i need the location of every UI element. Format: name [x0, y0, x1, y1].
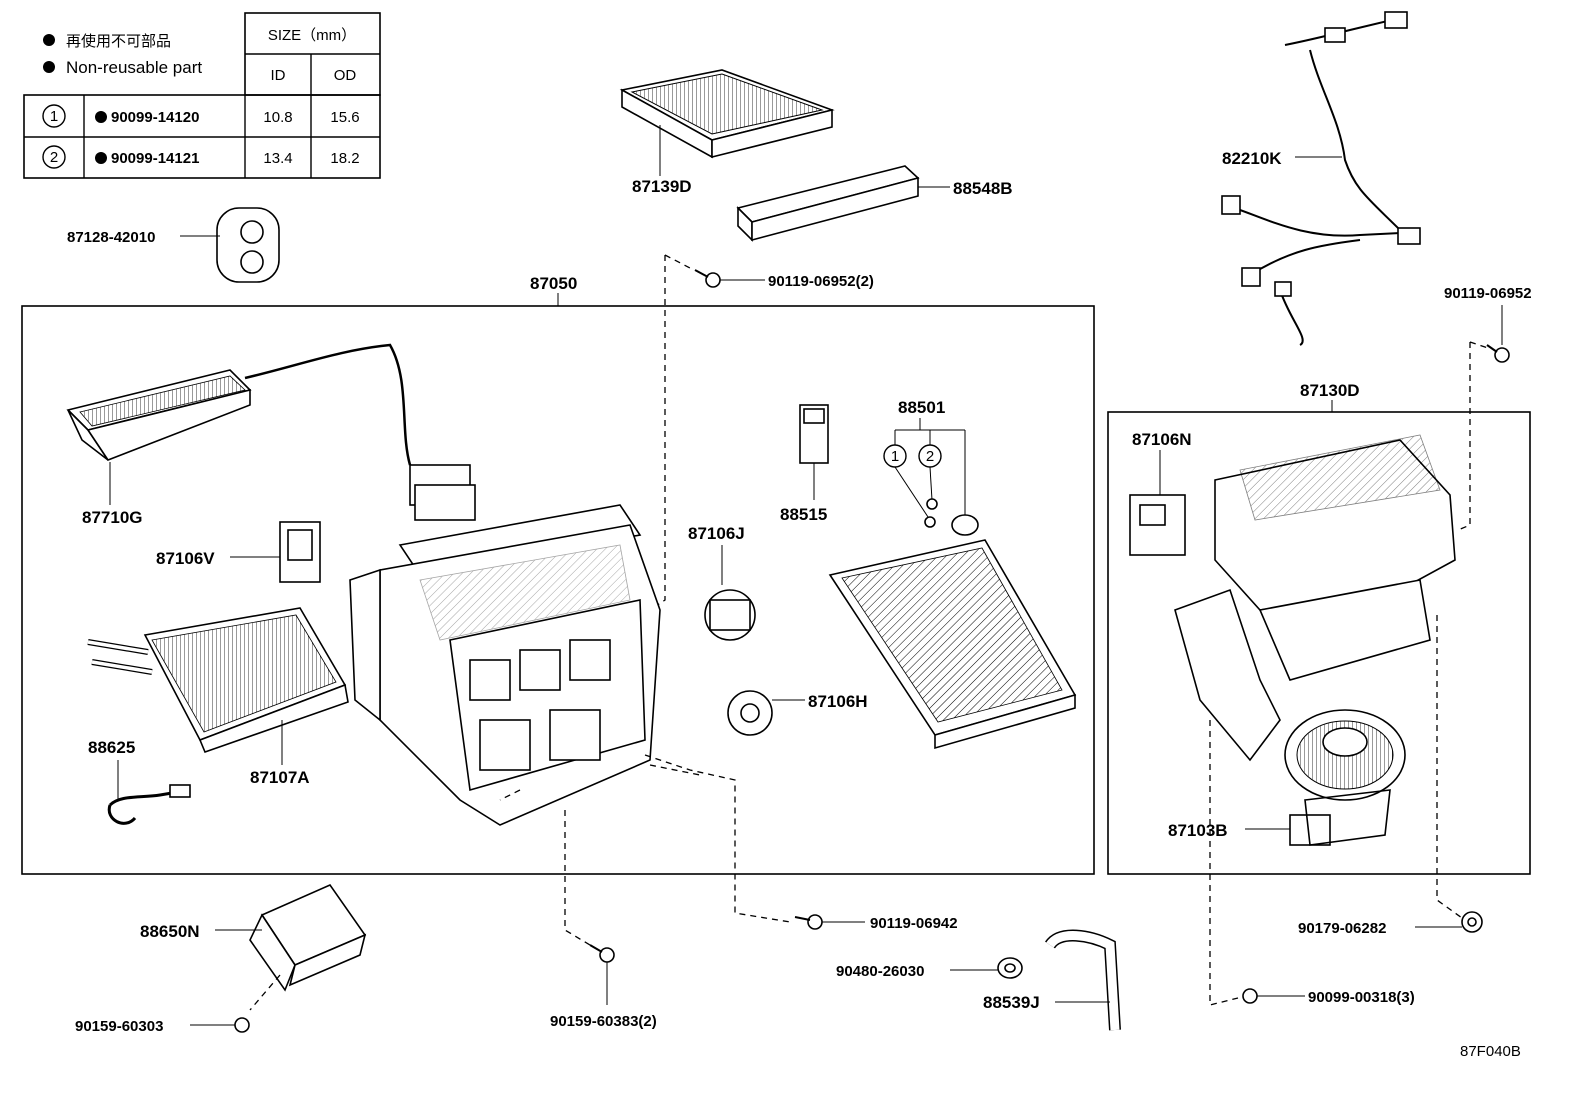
- screw-90119-06942[interactable]: [794, 914, 865, 930]
- hvac-unit-part[interactable]: [349, 484, 661, 826]
- col-od-header: OD: [334, 67, 357, 84]
- label-90480-26030: 90480-26030: [836, 963, 924, 980]
- label-90119-06952: 90119-06952: [1444, 285, 1532, 302]
- label-87106N: 87106N: [1132, 430, 1192, 449]
- bullet-icon: [43, 34, 55, 46]
- label-88650N: 88650N: [140, 922, 200, 941]
- screw-90119-06952[interactable]: [1486, 305, 1510, 363]
- servo-87106N[interactable]: [1129, 450, 1186, 556]
- label-87106J: 87106J: [688, 524, 745, 543]
- actuator-87106J[interactable]: [704, 545, 756, 641]
- wire-harness-part[interactable]: [1221, 11, 1421, 346]
- sensor-88625[interactable]: [107, 760, 191, 825]
- label-88539J: 88539J: [983, 993, 1040, 1012]
- label-90119-06942: 90119-06942: [870, 915, 958, 932]
- row1-od: 15.6: [330, 109, 359, 126]
- row1-id: 10.8: [263, 109, 292, 126]
- label-88515: 88515: [780, 505, 827, 524]
- expansion-valve-part[interactable]: [799, 404, 829, 500]
- filter-cover-part[interactable]: [736, 165, 950, 242]
- row2-od: 18.2: [330, 150, 359, 167]
- bullet-icon: [43, 61, 55, 73]
- filter-part[interactable]: [619, 69, 835, 176]
- label-87107A: 87107A: [250, 768, 310, 787]
- screw-90159-60303[interactable]: [190, 1017, 250, 1033]
- label-87710G: 87710G: [82, 508, 143, 527]
- label-87139D: 87139D: [632, 177, 692, 196]
- bullet-icon: [95, 152, 107, 164]
- row2-number: 2: [50, 149, 58, 166]
- grommet-90480-26030[interactable]: [950, 957, 1023, 979]
- label-88548B: 88548B: [953, 179, 1013, 198]
- label-90159-60383-2: 90159-60383(2): [550, 1013, 657, 1030]
- nut-90179-06282[interactable]: [1415, 911, 1483, 933]
- blower-motor-part[interactable]: [1245, 709, 1406, 846]
- row2-id: 13.4: [263, 150, 292, 167]
- grommet-part[interactable]: [180, 207, 280, 283]
- actuator-87106H[interactable]: [727, 690, 805, 736]
- label-90119-06952-2: 90119-06952(2): [768, 273, 874, 290]
- control-module-part[interactable]: [215, 884, 367, 992]
- label-87106H: 87106H: [808, 692, 868, 711]
- legend-jp-text: 再使用不可部品: [66, 33, 171, 50]
- part-labels: 87128-42010 87139D 88548B 82210K 90119-0…: [67, 149, 1532, 1060]
- label-90159-60303: 90159-60303: [75, 1018, 163, 1035]
- label-87103B: 87103B: [1168, 821, 1228, 840]
- oring-2-number: 2: [926, 448, 934, 465]
- blower-case-part[interactable]: [1174, 434, 1456, 762]
- figure-code: 87F040B: [1460, 1043, 1521, 1060]
- screw-90159-60383[interactable]: [589, 944, 615, 1005]
- label-87128-42010: 87128-42010: [67, 229, 155, 246]
- oring-1-number: 1: [891, 448, 899, 465]
- legend-en-text: Non-reusable part: [66, 58, 202, 77]
- drain-hose-part[interactable]: [1045, 929, 1121, 1031]
- row2-part: 90099-14121: [111, 150, 199, 167]
- size-header: SIZE（mm）: [268, 27, 356, 44]
- label-82210K: 82210K: [1222, 149, 1282, 168]
- heater-core-part[interactable]: [87, 607, 349, 765]
- legend-table: 再使用不可部品 Non-reusable part SIZE（mm） ID OD…: [23, 12, 381, 179]
- screw-90119-06952-2[interactable]: [694, 269, 765, 288]
- row1-number: 1: [50, 108, 58, 125]
- actuator-87106V[interactable]: [230, 521, 321, 583]
- label-88501: 88501: [898, 398, 945, 417]
- label-87106V: 87106V: [156, 549, 215, 568]
- label-90099-00318-3: 90099-00318(3): [1308, 989, 1415, 1006]
- row1-part: 90099-14120: [111, 109, 199, 126]
- col-id-header: ID: [271, 67, 286, 84]
- label-88625: 88625: [88, 738, 135, 757]
- heater-pipe-part[interactable]: [66, 343, 471, 506]
- assembly-87130D-frame: [1107, 411, 1531, 875]
- evaporator-part[interactable]: [828, 514, 1077, 750]
- o-ring-callouts[interactable]: 1 2: [883, 418, 966, 528]
- label-87050: 87050: [530, 274, 577, 293]
- label-90179-06282: 90179-06282: [1298, 920, 1386, 937]
- label-87130D: 87130D: [1300, 381, 1360, 400]
- bullet-icon: [95, 111, 107, 123]
- screw-90099-00318[interactable]: [1242, 988, 1305, 1004]
